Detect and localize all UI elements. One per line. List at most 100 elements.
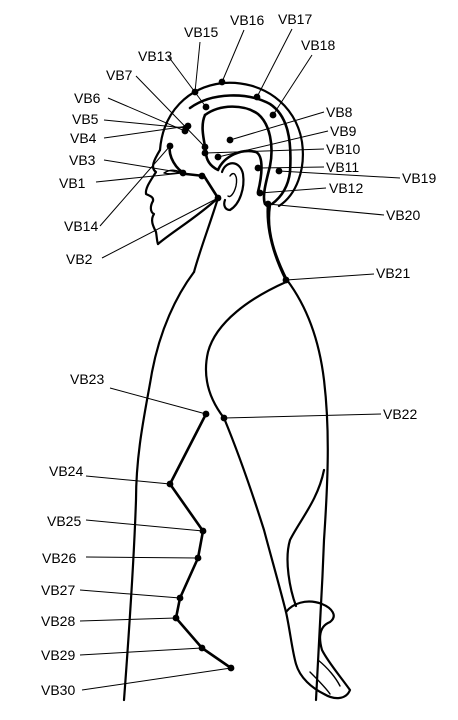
label-vb2: VB2	[66, 251, 93, 267]
back-of-head	[158, 81, 304, 208]
label-vb24: VB24	[49, 463, 83, 479]
ear-inner	[227, 172, 238, 198]
point-dots	[166, 78, 290, 672]
label-vb5: VB5	[72, 111, 99, 127]
leader-vb27	[79, 589, 181, 599]
label-vb23: VB23	[70, 371, 104, 387]
back-line	[285, 278, 329, 702]
point-vb25	[199, 527, 207, 535]
point-vb26	[194, 554, 202, 562]
label-vb30: VB30	[41, 682, 75, 698]
leader-vb13	[167, 55, 207, 108]
leader-vb2	[101, 197, 219, 259]
leader-vb29	[79, 647, 203, 656]
point-vb22	[220, 414, 228, 422]
front-neck	[192, 196, 220, 274]
leader-vb23	[109, 387, 207, 415]
meridian-neck	[266, 202, 288, 282]
point-vb16	[218, 78, 226, 86]
label-vb27: VB27	[41, 582, 75, 598]
meridian-temple	[201, 113, 263, 194]
meridian	[168, 94, 292, 670]
point-vb28	[172, 614, 180, 622]
label-vb29: VB29	[41, 647, 75, 663]
point-vb23	[202, 410, 210, 418]
leader-vb17	[256, 28, 293, 98]
label-vb18: VB18	[301, 37, 335, 53]
point-vb27	[176, 594, 184, 602]
leader-vb4	[103, 125, 189, 139]
point-vb6	[181, 127, 189, 135]
leader-vb5	[103, 119, 187, 129]
leader-vb24	[85, 475, 171, 485]
point-vb19	[275, 167, 283, 175]
point-vb1	[179, 169, 187, 177]
meridian-torso	[168, 412, 233, 670]
label-vb8: VB8	[326, 104, 353, 120]
label-vb11: VB11	[326, 159, 359, 175]
forearm	[222, 416, 288, 614]
label-vb26: VB26	[42, 550, 76, 566]
point-vb17	[253, 93, 261, 101]
leader-vb14	[99, 145, 171, 227]
chest-front	[122, 270, 196, 702]
label-vb25: VB25	[47, 513, 81, 529]
point-vb10	[201, 149, 209, 157]
leader-vb1	[95, 172, 184, 183]
upper-arm-front	[204, 280, 288, 420]
body-outline	[122, 81, 352, 702]
leader-vb6	[107, 97, 186, 132]
point-vb30	[227, 664, 235, 672]
point-vb13	[202, 103, 210, 111]
leader-vb10	[204, 148, 325, 154]
leader-vb15	[194, 41, 201, 93]
leader-vb26	[85, 556, 199, 559]
leader-vb25	[85, 519, 204, 532]
point-vb20	[264, 200, 272, 208]
label-vb12: VB12	[329, 180, 363, 196]
meridian-head-arc-inner	[203, 105, 273, 206]
label-vb7: VB7	[106, 67, 133, 83]
face-profile	[144, 148, 162, 246]
label-vb10: VB10	[326, 141, 360, 157]
point-vb29	[198, 644, 206, 652]
leader-vb9	[217, 130, 329, 158]
label-vb6: VB6	[74, 90, 101, 106]
point-vb9	[214, 153, 222, 161]
label-vb28: VB28	[41, 613, 75, 629]
label-vb4: VB4	[70, 130, 97, 146]
label-vb16: VB16	[230, 12, 264, 28]
label-vb22: VB22	[383, 406, 417, 422]
leader-vb19	[278, 170, 401, 179]
point-vb12	[256, 189, 264, 197]
label-vb1: VB1	[59, 175, 86, 191]
label-vb17: VB17	[278, 11, 312, 27]
leader-vb28	[79, 617, 177, 622]
label-vb15: VB15	[184, 24, 218, 40]
hand-fingers	[309, 659, 341, 695]
point-vb24	[166, 480, 174, 488]
point-vb2	[214, 194, 222, 202]
leader-vb20	[267, 203, 385, 216]
leader-vb16	[221, 29, 245, 83]
label-vb19: VB19	[402, 170, 436, 186]
label-vb9: VB9	[330, 123, 357, 139]
hand	[284, 600, 352, 700]
arm-back	[286, 468, 326, 608]
leader-vb22	[223, 413, 382, 419]
point-vb11	[254, 164, 262, 172]
point-vb7	[201, 143, 209, 151]
label-vb13: VB13	[138, 48, 172, 64]
leader-vb18	[272, 54, 313, 116]
label-vb20: VB20	[386, 207, 420, 223]
label-vb3: VB3	[69, 152, 96, 168]
point-vb14	[166, 142, 174, 150]
point-vb8	[226, 136, 234, 144]
point-labels: VB1 VB2 VB3 VB4 VB5 VB6 VB7 VB8 VB9 VB10…	[41, 11, 436, 698]
label-vb14: VB14	[64, 218, 98, 234]
ear	[220, 162, 245, 212]
leader-vb11	[257, 166, 325, 169]
point-vb15	[191, 88, 199, 96]
point-vb21	[282, 276, 290, 284]
